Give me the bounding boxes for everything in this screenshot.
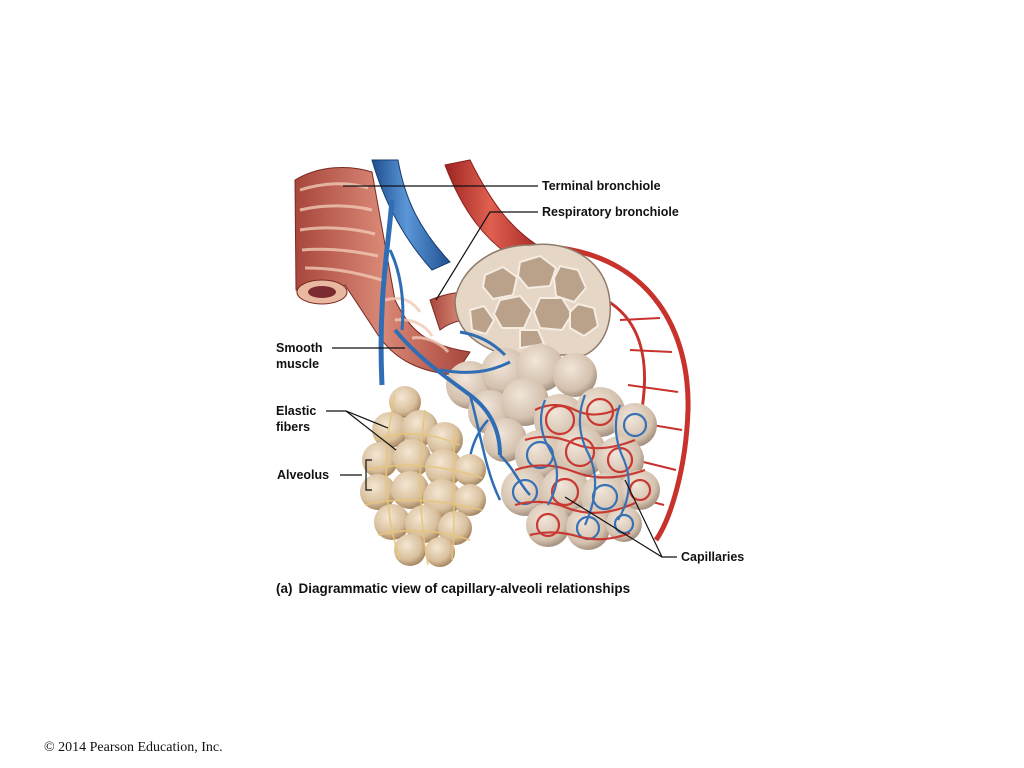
alveoli-cluster-middle (446, 344, 597, 462)
label-smooth-muscle-line1: Smooth (276, 341, 323, 355)
label-terminal-bronchiole: Terminal bronchiole (542, 179, 661, 193)
alveoli-capillary-cluster (501, 387, 660, 550)
label-alveolus: Alveolus (277, 468, 330, 482)
alveolar-sac-elastic (360, 386, 486, 567)
label-capillaries: Capillaries (681, 550, 745, 564)
caption-letter: (a) (276, 581, 293, 596)
label-elastic-fibers-line2: fibers (276, 420, 311, 434)
label-elastic-fibers-line1: Elastic (276, 404, 317, 418)
label-respiratory-bronchiole: Respiratory bronchiole (542, 205, 679, 219)
leader-lines (326, 185, 677, 558)
figure-caption: (a) Diagrammatic view of capillary-alveol… (276, 581, 630, 596)
label-smooth-muscle-line2: muscle (276, 357, 320, 371)
copyright-notice: © 2014 Pearson Education, Inc. (44, 740, 223, 755)
label-smooth-muscle: Smooth muscle (276, 340, 323, 372)
pulmonary-venule (371, 159, 531, 501)
caption-text: Diagrammatic view of capillary-alveoli r… (298, 581, 631, 596)
label-elastic-fibers: Elastic fibers (276, 403, 316, 435)
alveolar-sac-sectioned (454, 243, 611, 356)
